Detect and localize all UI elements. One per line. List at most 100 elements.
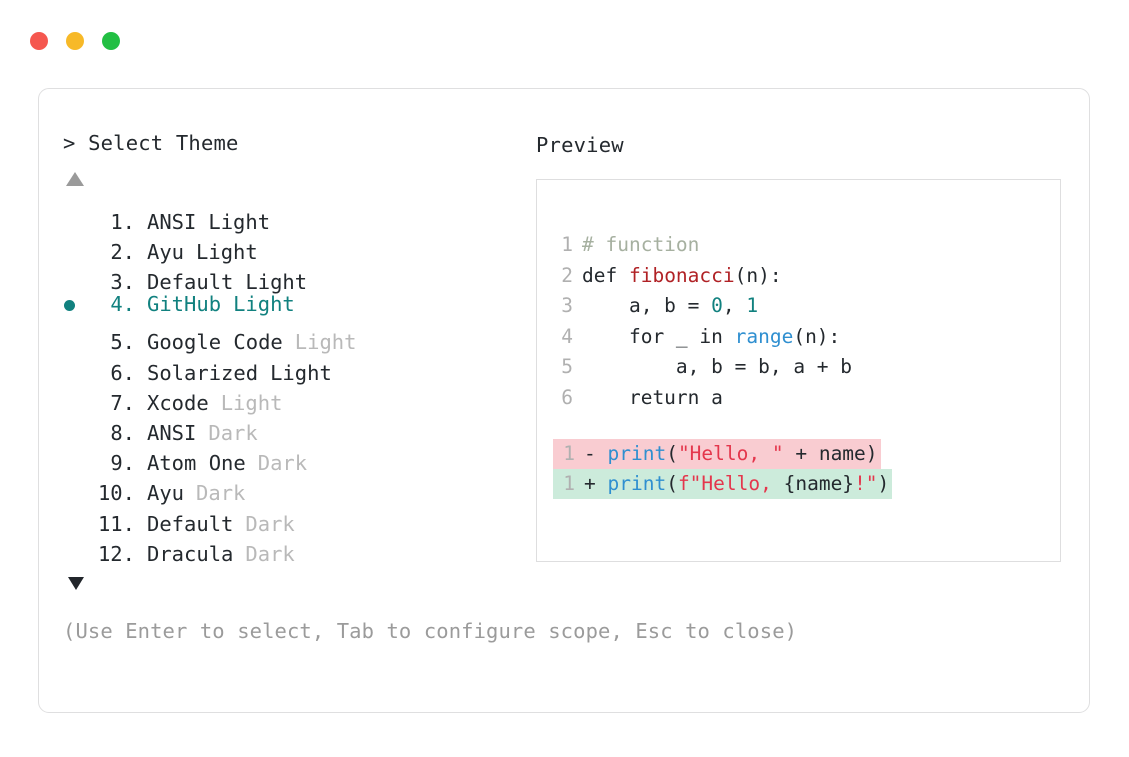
theme-item-name: ANSI bbox=[147, 421, 197, 445]
theme-item-variant: Dark bbox=[245, 541, 295, 566]
prompt-caret-icon: > bbox=[63, 131, 76, 155]
selection-bullet-cell bbox=[63, 410, 93, 440]
theme-item-index: 11. bbox=[97, 511, 135, 536]
theme-item-variant: Dark bbox=[208, 421, 258, 445]
theme-item-variant: Light bbox=[294, 330, 357, 355]
diff-line-added: 1+ print(f"Hello, {name}!") bbox=[553, 469, 893, 499]
theme-item-variant: Light bbox=[233, 292, 295, 317]
selection-bullet-cell bbox=[63, 199, 93, 229]
theme-item-variant: Dark bbox=[257, 451, 308, 476]
theme-item-variant: Light bbox=[245, 270, 308, 295]
code-token: 0 bbox=[711, 294, 723, 317]
code-token: fibonacci bbox=[628, 263, 735, 287]
theme-item-index: 7. bbox=[110, 390, 135, 415]
theme-item-variant: Light bbox=[196, 239, 258, 264]
code-spacer bbox=[553, 413, 1060, 439]
code-token: f"Hello, bbox=[677, 472, 784, 495]
code-line-text: for _ in range(n): bbox=[573, 322, 840, 353]
theme-item-name: Solarized bbox=[147, 360, 259, 385]
window-controls bbox=[30, 32, 120, 50]
theme-item-index: 8. bbox=[110, 421, 135, 445]
code-line: 4 for _ in range(n): bbox=[553, 322, 1060, 353]
selection-bullet-cell bbox=[63, 531, 93, 561]
code-token: + name) bbox=[783, 442, 878, 465]
code-token: !" bbox=[854, 472, 878, 495]
theme-item-variant: Light bbox=[270, 360, 332, 385]
code-token: 1 bbox=[746, 294, 759, 317]
code-token: a, b = b, a + b bbox=[582, 355, 853, 378]
scroll-down-icon[interactable] bbox=[68, 576, 84, 590]
prompt-line: > Select Theme bbox=[63, 133, 533, 154]
code-token: "Hello, " bbox=[677, 442, 784, 465]
code-lines: 1 # function 2 def fibonacci(n): 3 a, b = 0,… bbox=[553, 230, 1060, 413]
code-line-number: 2 bbox=[561, 263, 573, 287]
code-line-number: 6 bbox=[561, 385, 573, 409]
preview-pane: Preview 1 # function 2 def fibonacci(n): 3 a… bbox=[536, 133, 1066, 562]
theme-item-index: 1. bbox=[110, 209, 135, 234]
code-line: 3 a, b = 0, 1 bbox=[553, 291, 1060, 322]
theme-list-item[interactable]: 8. ANSI Dark bbox=[63, 410, 533, 445]
code-token: (n): bbox=[734, 263, 782, 287]
theme-item-index: 5. bbox=[110, 330, 135, 355]
theme-item-variant: Light bbox=[208, 209, 271, 234]
code-line-number: 1 bbox=[561, 233, 573, 256]
theme-item-name: ANSI bbox=[147, 209, 197, 234]
code-line: 1 # function bbox=[553, 230, 1060, 261]
code-token: def bbox=[582, 263, 629, 287]
scroll-up-icon[interactable] bbox=[66, 171, 84, 186]
selection-bullet-cell bbox=[63, 319, 93, 349]
code-line-text: # function bbox=[573, 230, 699, 261]
code-line-text: a, b = b, a + b bbox=[573, 352, 852, 383]
diff-line-text: - print("Hello, " + name) bbox=[575, 439, 881, 469]
theme-item-variant: Dark bbox=[196, 481, 246, 506]
code-line-number: 5 bbox=[561, 355, 573, 378]
code-line: 2 def fibonacci(n): bbox=[553, 261, 1060, 292]
selection-bullet-cell bbox=[63, 380, 93, 410]
code-token: # function bbox=[582, 233, 700, 256]
code-token: a, b = bbox=[582, 294, 712, 317]
theme-item-variant: Light bbox=[220, 390, 283, 415]
theme-item-index: 10. bbox=[97, 481, 135, 506]
code-token: for _ in bbox=[582, 324, 735, 348]
maximize-window-button[interactable] bbox=[102, 32, 120, 50]
code-line: 6 return a bbox=[553, 383, 1060, 414]
theme-item-index: 3. bbox=[110, 270, 135, 295]
diff-line-number: 1 bbox=[563, 472, 575, 495]
theme-item-name: GitHub bbox=[147, 292, 222, 317]
theme-item-index: 9. bbox=[110, 451, 135, 476]
theme-item-name: Ayu bbox=[147, 239, 185, 264]
code-token: ) bbox=[877, 472, 890, 495]
code-line-number: 4 bbox=[561, 324, 573, 348]
theme-list-item[interactable]: 9. Atom One Dark bbox=[63, 440, 533, 475]
code-token: range bbox=[734, 324, 794, 348]
theme-item-name: Dracula bbox=[147, 541, 234, 566]
selection-bullet-cell bbox=[63, 500, 93, 530]
theme-list-item[interactable]: 1. ANSI Light bbox=[63, 199, 533, 234]
code-token: return a bbox=[582, 385, 723, 409]
diff-marker: - bbox=[584, 442, 608, 465]
theme-item-variant: Dark bbox=[245, 511, 295, 536]
code-line-number: 3 bbox=[561, 294, 573, 317]
theme-item-name: Atom One bbox=[147, 451, 246, 476]
close-window-button[interactable] bbox=[30, 32, 48, 50]
code-token: print bbox=[607, 442, 667, 465]
minimize-window-button[interactable] bbox=[66, 32, 84, 50]
selected-bullet-icon bbox=[64, 300, 75, 312]
selection-bullet-cell bbox=[63, 349, 93, 379]
preview-title: Preview bbox=[536, 133, 624, 157]
diff-line-number: 1 bbox=[563, 442, 575, 465]
code-line-text: return a bbox=[573, 383, 723, 414]
